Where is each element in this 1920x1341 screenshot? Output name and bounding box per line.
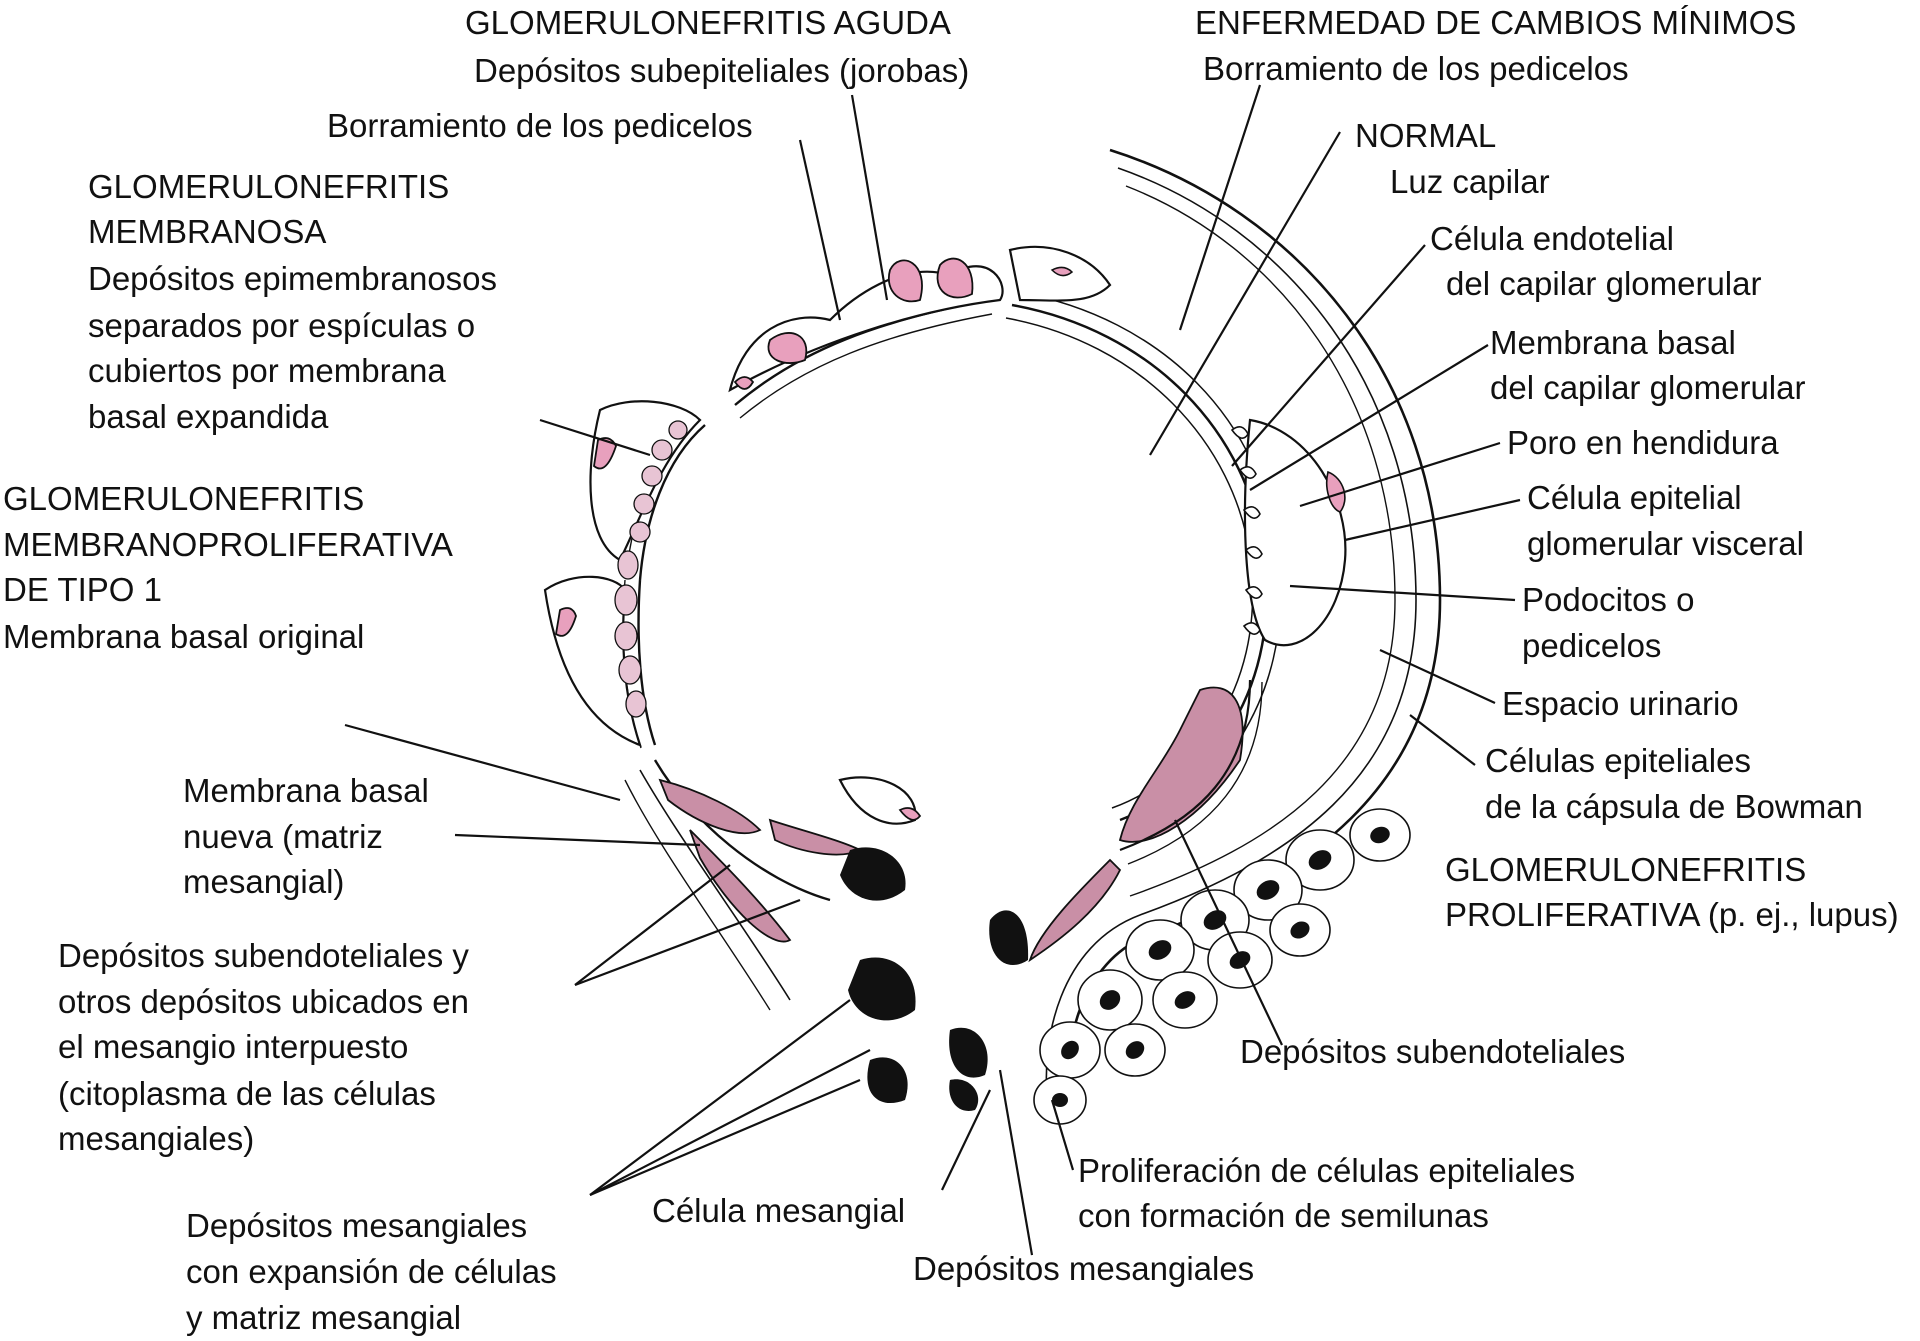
visceral-epithelial-label-2: glomerular visceral xyxy=(1527,525,1804,562)
acute-gn-segment xyxy=(728,257,1004,419)
bowman-cells-label-1: Células epiteliales xyxy=(1485,742,1751,779)
visceral-epithelial-label-1: Célula epitelial xyxy=(1527,479,1742,516)
labels: GLOMERULONEFRITIS AGUDA Depósitos subepi… xyxy=(3,4,1899,1336)
proliferative-gn-segment xyxy=(1028,679,1411,1125)
mpgn-desc: Membrana basal original xyxy=(3,618,364,655)
membranous-gn-title-1: GLOMERULONEFRITIS xyxy=(88,168,449,205)
mpgn-segment xyxy=(543,550,657,749)
bowman-cells-label-2: de la cápsula de Bowman xyxy=(1485,788,1863,825)
subendothelial-deposits-4: (citoplasma de las células xyxy=(58,1075,436,1112)
membranous-gn-title-2: MEMBRANOSA xyxy=(88,213,326,250)
mesangial-region xyxy=(624,759,1029,1111)
membranous-gn-desc-3: cubiertos por membrana xyxy=(88,352,446,389)
mesangial-expansion-3: y matriz mesangial xyxy=(186,1299,461,1336)
visceral-cell-nucleus xyxy=(1325,470,1346,513)
acute-gn-title: GLOMERULONEFRITIS AGUDA xyxy=(465,4,951,41)
membranous-gn-desc-1: Depósitos epimembranosos xyxy=(88,260,497,297)
mesangial-deposits-label: Depósitos mesangiales xyxy=(913,1250,1254,1287)
slit-pore-label: Poro en hendidura xyxy=(1507,424,1779,461)
acute-gn-subtitle: Depósitos subepiteliales (jorobas) xyxy=(474,52,969,89)
membranous-gn-desc-4: basal expandida xyxy=(88,398,329,435)
crescent-proliferation-2: con formación de semilunas xyxy=(1078,1197,1489,1234)
mesangial-cells xyxy=(840,847,1029,1111)
membranous-gn-segment xyxy=(589,400,706,581)
mpgn-title-3: DE TIPO 1 xyxy=(3,571,162,608)
proliferative-gn-title-1: GLOMERULONEFRITIS xyxy=(1445,851,1806,888)
proliferative-gn-title-2: PROLIFERATIVA (p. ej., lupus) xyxy=(1445,896,1899,933)
bowman-capsule-line xyxy=(1125,185,1396,897)
subendothelial-deposits-5: mesangiales) xyxy=(58,1120,254,1157)
mesangial-expansion-2: con expansión de células xyxy=(186,1253,557,1290)
minimal-change-title: ENFERMEDAD DE CAMBIOS MÍNIMOS xyxy=(1195,4,1796,41)
leader-lines xyxy=(344,84,1521,1256)
mpgn-title-2: MEMBRANOPROLIFERATIVA xyxy=(3,526,453,563)
crescent-proliferation-1: Proliferación de células epiteliales xyxy=(1078,1152,1575,1189)
membranous-gn-desc-2: separados por espículas o xyxy=(88,307,475,344)
subendothelial-deposits-2: otros depósitos ubicados en xyxy=(58,983,469,1020)
minimal-change-subtitle: Borramiento de los pedicelos xyxy=(1203,50,1629,87)
capillary-ring xyxy=(543,148,1442,1125)
capillary-lumen-label: Luz capilar xyxy=(1390,163,1550,200)
new-basement-membrane-2: nueva (matriz xyxy=(183,818,383,855)
mesangial-cell-label: Célula mesangial xyxy=(652,1192,905,1229)
visceral-epithelial-cell xyxy=(1243,418,1347,647)
new-basement-membrane-3: mesangial) xyxy=(183,863,344,900)
podocytes-label-2: pedicelos xyxy=(1522,627,1661,664)
foot-processes-right xyxy=(1230,426,1263,635)
normal-title: NORMAL xyxy=(1355,117,1496,154)
basement-membrane-label-1: Membrana basal xyxy=(1490,324,1736,361)
podocytes-label-1: Podocitos o xyxy=(1522,581,1694,618)
endothelial-cell-label-1: Célula endotelial xyxy=(1430,220,1674,257)
subendothelial-deposits-right: Depósitos subendoteliales xyxy=(1240,1033,1625,1070)
new-basement-membrane-1: Membrana basal xyxy=(183,772,429,809)
subendothelial-deposits-1: Depósitos subendoteliales y xyxy=(58,937,469,974)
minimal-change-nucleus xyxy=(1050,266,1074,277)
mesangial-expansion-1: Depósitos mesangiales xyxy=(186,1207,527,1244)
endothelial-cell-label-2: del capilar glomerular xyxy=(1446,265,1761,302)
urinary-space-label: Espacio urinario xyxy=(1502,685,1739,722)
subendothelial-deposits-3: el mesangio interpuesto xyxy=(58,1028,408,1065)
acute-gn-foot-effacement: Borramiento de los pedicelos xyxy=(327,107,753,144)
basement-membrane-label-2: del capilar glomerular xyxy=(1490,369,1805,406)
bowman-capsule-inner xyxy=(1045,167,1417,1106)
mpgn-title-1: GLOMERULONEFRITIS xyxy=(3,480,364,517)
